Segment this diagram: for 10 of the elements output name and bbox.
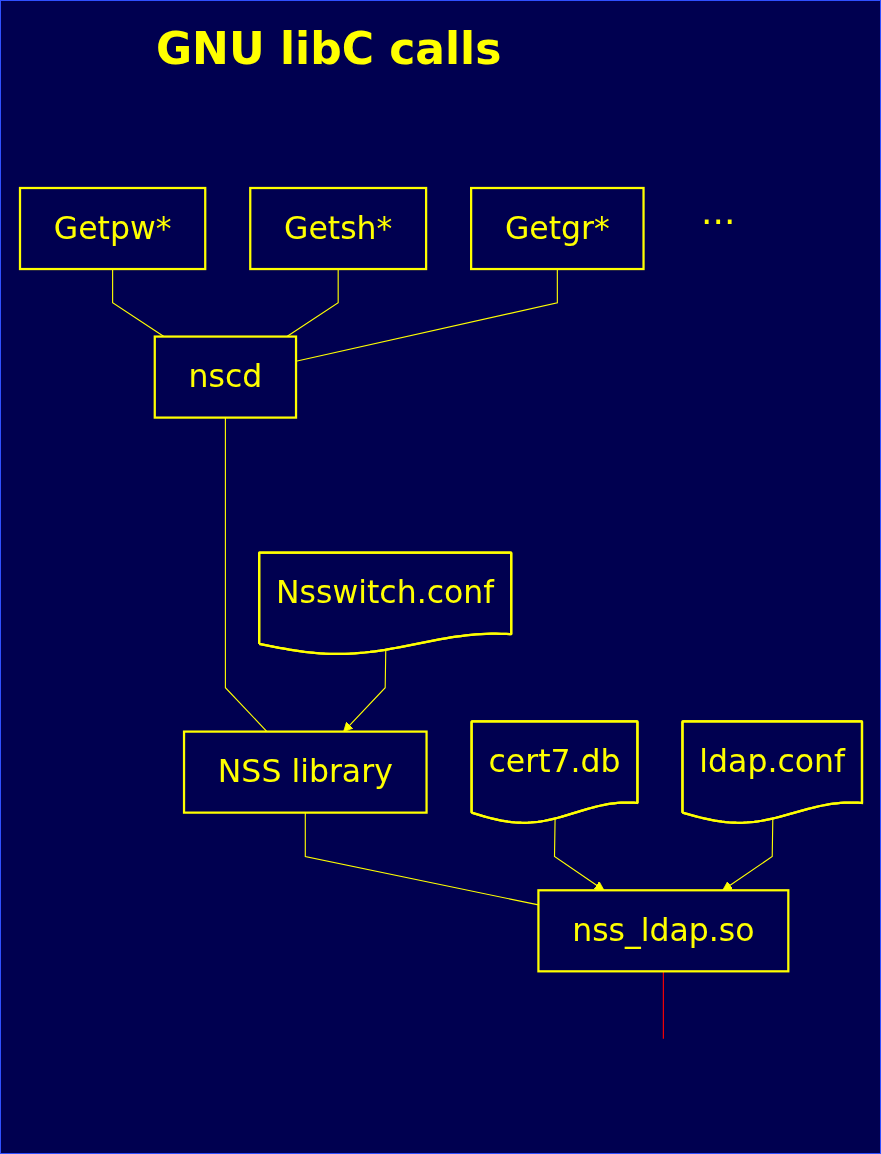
node-box: nss_ldap.so xyxy=(537,888,790,973)
node-box: NSS library xyxy=(182,730,428,814)
arrow xyxy=(343,649,387,732)
ellipsis-note: ... xyxy=(701,191,736,232)
node-box: Getsh* xyxy=(249,186,428,270)
node-box: nscd xyxy=(153,335,298,419)
node-box: Getpw* xyxy=(18,186,207,270)
connector xyxy=(286,268,339,337)
node-box: Getgr* xyxy=(470,186,645,270)
diagram-title: GNU libC calls xyxy=(156,23,502,74)
